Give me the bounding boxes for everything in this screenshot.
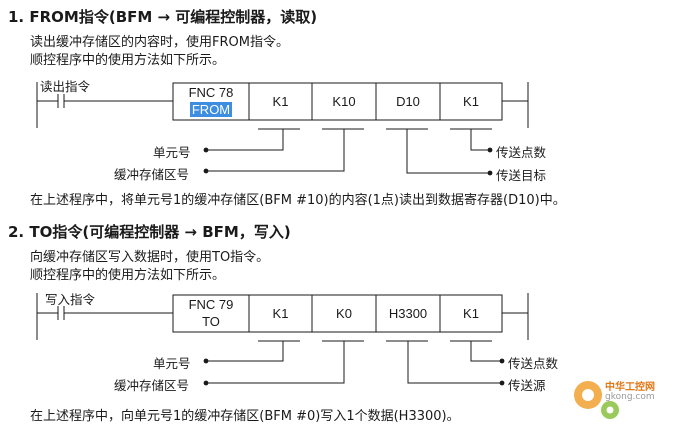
transfer-source-label: 传送源 — [508, 378, 546, 393]
section1-desc-line2: 顺控程序中的使用方法如下所示。 — [30, 53, 226, 68]
operand-buffer-2: K0 — [336, 306, 352, 321]
section1-desc-line1: 读出缓冲存储区的内容时，使用FROM指令。 — [30, 35, 289, 50]
transfer-count-label-1: 传送点数 — [496, 145, 547, 160]
fnc-number-1: FNC 78 — [188, 85, 234, 100]
read-command-label: 读出指令 — [40, 79, 91, 94]
operand-unit-1: K1 — [272, 94, 289, 109]
operand-count-1: K1 — [463, 94, 479, 109]
section2-desc-line2: 顺控程序中的使用方法如下所示。 — [30, 268, 226, 283]
unit-number-label-2: 单元号 — [153, 356, 191, 371]
instruction-box-1 — [172, 82, 503, 121]
buffer-number-label-1: 缓冲存储区号 — [114, 167, 190, 182]
from-mnemonic: FROM — [189, 102, 233, 117]
section2-footer: 在上述程序中，向单元号1的缓冲存储区(BFM #0)写入1个数据(H3300)。 — [30, 409, 460, 424]
operand-count-2: K1 — [463, 306, 479, 321]
operand-dest-1: D10 — [396, 94, 420, 109]
instruction-box-2 — [172, 294, 503, 333]
operand-buffer-1: K10 — [332, 94, 356, 109]
transfer-count-label-2: 传送点数 — [508, 356, 559, 371]
section2-title: 2. TO指令(可编程控制器 → BFM，写入) — [8, 223, 291, 241]
watermark-brand: 中华工控网 — [605, 382, 655, 393]
buffer-number-label-2: 缓冲存储区号 — [114, 378, 190, 393]
watermark-gear-icon — [574, 381, 619, 419]
watermark-url: gkong.com — [605, 392, 655, 402]
to-mnemonic: TO — [202, 314, 220, 329]
unit-number-label-1: 单元号 — [153, 145, 191, 160]
section1-title: 1. FROM指令(BFM → 可编程控制器，读取) — [8, 8, 318, 26]
operand-source-2: H3300 — [388, 306, 428, 321]
section2-desc-line1: 向缓冲存储区写入数据时，使用TO指令。 — [30, 250, 270, 265]
write-command-label: 写入指令 — [45, 292, 96, 307]
transfer-dest-label: 传送目标 — [496, 168, 547, 183]
operand-unit-2: K1 — [272, 306, 289, 321]
section1-footer: 在上述程序中，将单元号1的缓冲存储区(BFM #10)的内容(1点)读出到数据寄… — [30, 193, 566, 208]
fnc-number-2: FNC 79 — [188, 297, 234, 312]
